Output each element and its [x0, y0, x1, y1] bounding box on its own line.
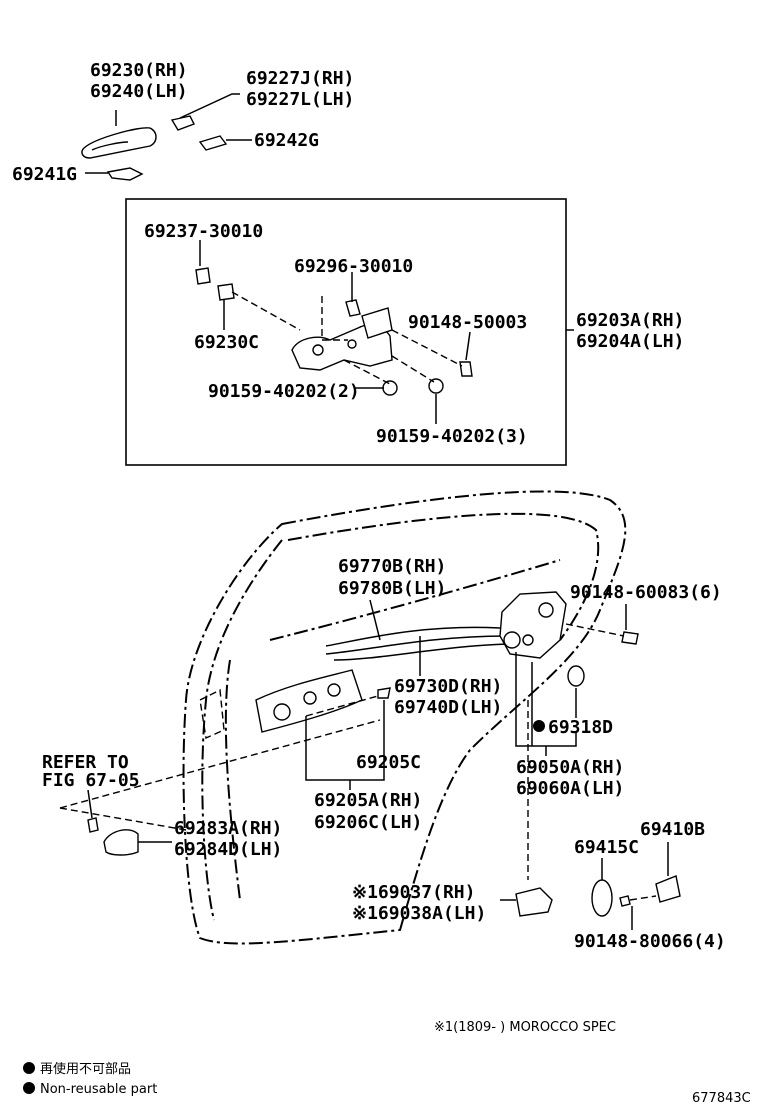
non-reusable-marker	[533, 720, 545, 732]
frame-assy-box	[125, 198, 567, 466]
inside-handle-drawing	[255, 669, 391, 790]
legend-bullet-jp	[23, 1062, 35, 1074]
label-69770b: 69770B(RH)	[338, 556, 446, 577]
door-outline	[182, 490, 627, 945]
label-refer-to: REFER TO	[42, 752, 129, 773]
label-69050a: 69050A(RH)	[516, 757, 624, 778]
handle-gasket-drawing	[198, 135, 228, 151]
figure-id: 677843C	[692, 1091, 751, 1106]
outside-handle-group	[81, 93, 252, 181]
footnote-spec: ※1(1809- ) MOROCCO SPEC	[434, 1020, 616, 1035]
label-69204a: 69204A(LH)	[576, 331, 684, 352]
handle-pad-drawing	[106, 167, 144, 181]
label-69203a: 69203A(RH)	[576, 310, 684, 331]
handle-cover-drawing	[59, 719, 381, 856]
label-69038a: ※169038A(LH)	[352, 903, 486, 924]
label-90148-80066: 90148-80066(4)	[574, 931, 726, 952]
label-69237: 69237-30010	[144, 221, 263, 242]
label-90148-60083: 90148-60083(6)	[570, 582, 722, 603]
label-90159-2: 90159-40202(2)	[208, 381, 360, 402]
label-69241g: 69241G	[12, 164, 77, 185]
frame-assy-drawing	[195, 240, 574, 424]
door-striker-drawing	[500, 887, 553, 917]
label-69318d: 69318D	[548, 717, 613, 738]
handle-cap-drawing	[170, 115, 195, 131]
label-69730d: 69730D(RH)	[394, 676, 502, 697]
door-hinge-drawing	[591, 842, 681, 930]
label-69230: 69230(RH)	[90, 60, 188, 81]
label-69206c: 69206C(LH)	[314, 812, 422, 833]
label-69227l: 69227L(LH)	[246, 89, 354, 110]
label-69296: 69296-30010	[294, 256, 413, 277]
label-69060a: 69060A(LH)	[516, 778, 624, 799]
label-69780b: 69780B(LH)	[338, 578, 446, 599]
label-69242g: 69242G	[254, 130, 319, 151]
label-69284d: 69284D(LH)	[174, 839, 282, 860]
label-69037: ※169037(RH)	[352, 882, 475, 903]
label-69283a: 69283A(RH)	[174, 818, 282, 839]
label-69205a: 69205A(RH)	[314, 790, 422, 811]
cable-drawing	[325, 599, 509, 676]
label-69740d: 69740D(LH)	[394, 697, 502, 718]
label-69240: 69240(LH)	[90, 81, 188, 102]
label-69410b: 69410B	[640, 819, 705, 840]
legend-en: Non-reusable part	[40, 1082, 157, 1097]
door-lock-drawing	[499, 591, 639, 880]
label-69230c: 69230C	[194, 332, 259, 353]
label-fig-ref: FIG 67-05	[42, 770, 140, 791]
label-90148-50003: 90148-50003	[408, 312, 527, 333]
legend-jp: 再使用不可部品	[40, 1061, 131, 1077]
label-90159-3: 90159-40202(3)	[376, 426, 528, 447]
label-69227j: 69227J(RH)	[246, 68, 354, 89]
label-69415c: 69415C	[574, 837, 639, 858]
legend-bullet-en	[23, 1082, 35, 1094]
label-69205c: 69205C	[356, 752, 421, 773]
